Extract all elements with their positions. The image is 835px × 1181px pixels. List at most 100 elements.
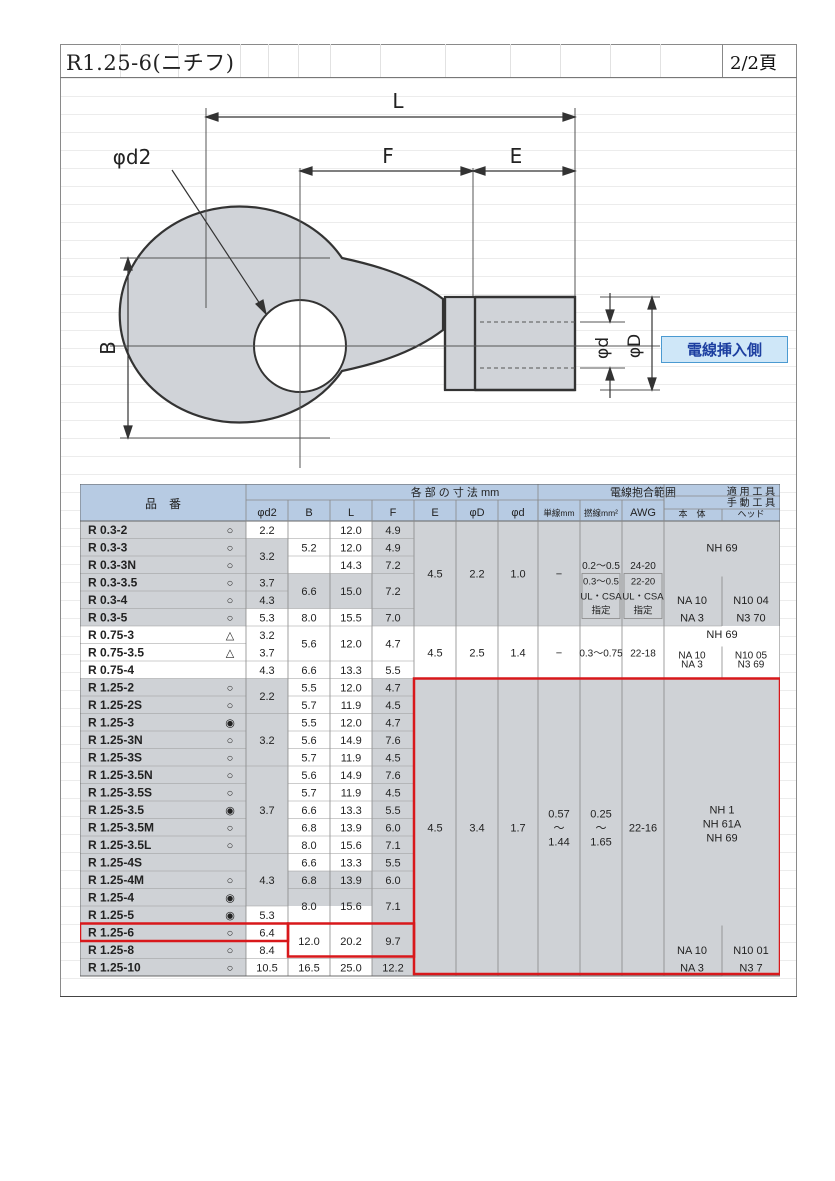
table-border [80, 484, 780, 977]
f-13: 4.5 [385, 753, 400, 765]
b-merged: 8.0 [301, 901, 316, 913]
l-15: 11.9 [341, 788, 362, 800]
single-wire-value: 0.57 [548, 808, 569, 820]
e-value: 4.5 [427, 569, 442, 581]
f-18: 7.1 [385, 840, 400, 852]
availability-mark-24: ○ [227, 945, 234, 957]
l-25: 25.0 [340, 963, 361, 975]
l-5: 15.5 [340, 613, 361, 625]
availability-mark-7: △ [226, 648, 235, 660]
b-16: 6.6 [301, 805, 316, 817]
l-merged: 20.2 [340, 936, 361, 948]
l-0: 12.0 [340, 525, 361, 537]
single-wire-value: 1.44 [548, 836, 569, 848]
part-number-3: R 0.3-3.5 [88, 576, 138, 590]
l-16: 13.3 [340, 805, 361, 817]
awg-value: 22-16 [629, 822, 657, 834]
f-merged: 4.7 [385, 639, 400, 651]
part-number-18: R 1.25-3.5L [88, 838, 151, 852]
f-12: 7.6 [385, 735, 400, 747]
tool-body: NA 10 [677, 595, 707, 607]
header-rule [60, 77, 797, 78]
b-20: 6.8 [301, 875, 316, 887]
part-number-11: R 1.25-3 [88, 716, 134, 730]
part-number-2: R 0.3-3N [88, 558, 136, 572]
part-number-0: R 0.3-2 [88, 523, 128, 537]
b-merged: 5.2 [301, 542, 316, 554]
b-8: 6.6 [301, 665, 316, 677]
header-applicable-tools: 適 用 工 具 [727, 485, 775, 498]
part-number-20: R 1.25-4M [88, 873, 144, 887]
availability-mark-20: ○ [227, 875, 234, 887]
page-number: 2/2頁 [730, 53, 777, 74]
ul-strand: UL・CSA [580, 592, 622, 603]
availability-mark-0: ○ [227, 525, 234, 537]
sheet-title: R1.25-6(ニチフ) [66, 51, 235, 75]
b-13: 5.7 [301, 753, 316, 765]
d2-merged: 3.7 [259, 805, 274, 817]
availability-mark-17: ○ [227, 823, 234, 835]
availability-mark-16: ◉ [225, 805, 235, 817]
strand-wire-value: 0.25 [590, 808, 611, 820]
availability-mark-2: ○ [227, 560, 234, 572]
page-bottom-rule [60, 996, 797, 997]
l-14: 14.9 [340, 770, 361, 782]
availability-mark-12: ○ [227, 735, 234, 747]
awg-value: 24-20 [630, 561, 656, 572]
d2-22: 5.3 [259, 910, 274, 922]
tool-value: NH 61A [703, 818, 742, 830]
d-inner-value: 1.4 [510, 647, 525, 659]
d-outer-value: 3.4 [469, 822, 484, 834]
d-outer-value: 2.5 [469, 647, 484, 659]
part-number-25: R 1.25-10 [88, 961, 141, 975]
availability-mark-10: ○ [227, 700, 234, 712]
b-25: 16.5 [298, 963, 319, 975]
part-number-9: R 1.25-2 [88, 681, 134, 695]
f-19: 5.5 [385, 858, 400, 870]
part-number-22: R 1.25-5 [88, 908, 134, 922]
d2-3: 3.7 [259, 578, 274, 590]
e-value: 4.5 [427, 822, 442, 834]
b-15: 5.7 [301, 788, 316, 800]
f-0: 4.9 [385, 525, 400, 537]
strand-wire-value: 1.65 [590, 836, 611, 848]
tool-head: N10 05 [735, 651, 768, 662]
part-number-8: R 0.75-4 [88, 663, 134, 677]
tool-value: NH 69 [706, 832, 737, 844]
l-12: 14.9 [340, 735, 361, 747]
f-8: 5.5 [385, 665, 400, 677]
ul-strand: 0.3〜0.5 [583, 577, 619, 588]
d2-merged: 2.2 [259, 691, 274, 703]
tool-head: N3 69 [738, 660, 765, 671]
part-number-15: R 1.25-3.5S [88, 786, 152, 800]
availability-mark-3: ○ [227, 578, 234, 590]
l-13: 11.9 [341, 753, 362, 765]
dim-label-B: B [96, 341, 120, 355]
availability-mark-1: ○ [227, 543, 234, 555]
d2-8: 4.3 [259, 665, 274, 677]
dim-label-E: E [510, 144, 523, 168]
l-18: 15.6 [340, 840, 361, 852]
dimension-arrows [123, 112, 657, 440]
data-area-white [246, 626, 780, 679]
b-9: 5.5 [301, 683, 316, 695]
part-number-12: R 1.25-3N [88, 733, 143, 747]
f-5: 7.0 [385, 613, 400, 625]
d2-25: 10.5 [256, 963, 277, 975]
ul-strand: 指定 [591, 605, 611, 617]
d-inner-value: 1.7 [510, 822, 525, 834]
single-wire-value: − [556, 569, 562, 581]
tool-body: NA 3 [680, 963, 704, 975]
f-25: 12.2 [382, 963, 403, 975]
dim-cell [246, 608, 288, 626]
subheader-B: B [305, 507, 312, 519]
availability-mark-4: ○ [227, 595, 234, 607]
f-merged: 7.2 [385, 586, 400, 598]
part-number-5: R 0.3-5 [88, 611, 128, 625]
tool-head: N3 7 [739, 963, 762, 975]
availability-mark-15: ○ [227, 788, 234, 800]
b-12: 5.6 [301, 735, 316, 747]
f-15: 4.5 [385, 788, 400, 800]
f-20: 6.0 [385, 875, 400, 887]
availability-mark-11: ◉ [225, 718, 235, 730]
